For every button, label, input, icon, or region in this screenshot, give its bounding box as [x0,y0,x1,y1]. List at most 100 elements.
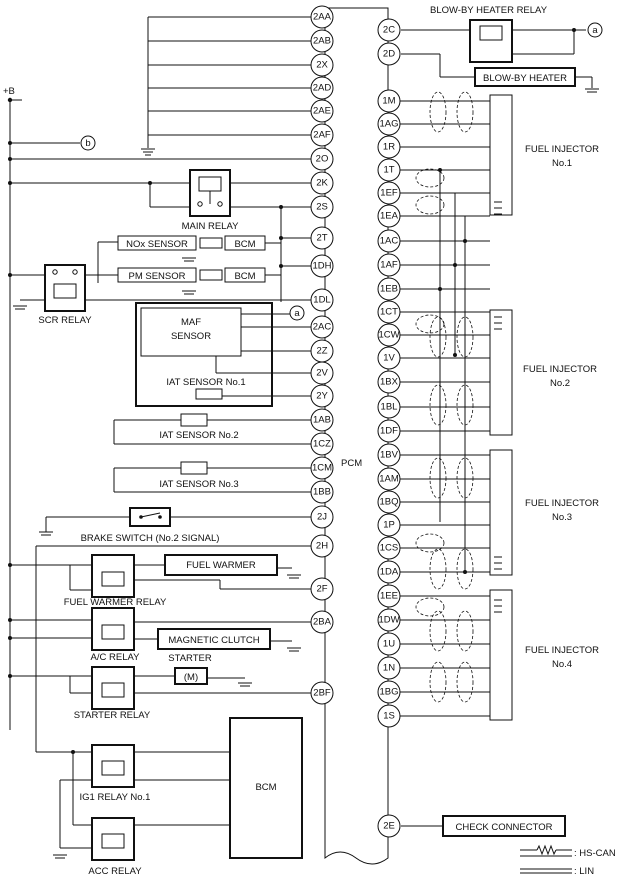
plus-b-label: +B [3,86,15,97]
pin-label-2ad: 2AD [313,83,332,94]
pins-left: 2AA2AB2X2AD2AE2AF2O2K2S2T1DH1DL2AC2Z2V2Y… [310,5,334,705]
svg-text:IG1 RELAY No.1: IG1 RELAY No.1 [80,792,151,803]
iat-sensor-3 [180,461,208,475]
pin-label-2s: 2S [316,202,328,213]
scr-relay [44,264,86,312]
pin-label-2v: 2V [316,368,328,379]
svg-text:No.1: No.1 [552,158,572,169]
svg-text:MAF: MAF [181,317,201,328]
pin-label-1dw: 1DW [378,615,399,626]
svg-text:FUEL WARMER RELAY: FUEL WARMER RELAY [64,597,167,608]
pin-label-1r: 1R [383,142,395,153]
pin-label-2af: 2AF [313,130,331,141]
pin-label-1bl: 1BL [381,402,398,413]
svg-text:ACC RELAY: ACC RELAY [88,866,142,877]
pin-label-1bv: 1BV [380,450,399,461]
bcm-main [229,717,303,859]
pin-label-1v: 1V [383,353,395,364]
svg-text:No.2: No.2 [550,378,570,389]
svg-text:SCR RELAY: SCR RELAY [38,315,92,326]
pin-label-1ac: 1AC [380,236,399,247]
pin-label-1cw: 1CW [378,330,399,341]
blow-by-heater-relay [469,19,513,63]
pcm-label: PCM [341,458,362,469]
pin-label-2o: 2O [316,154,329,165]
pin-label-1am: 1AM [379,474,399,485]
pin-label-1cm: 1CM [312,463,332,474]
starter-motor [174,667,208,685]
svg-text:(M): (M) [184,672,198,683]
pin-label-1n: 1N [383,663,395,674]
brake-switch [129,507,171,527]
svg-text:a: a [592,25,598,36]
pin-label-1da: 1DA [380,567,399,578]
svg-text:NOx SENSOR: NOx SENSOR [126,239,188,250]
svg-text:BLOW-BY HEATER: BLOW-BY HEATER [483,73,567,84]
pin-label-2ba: 2BA [313,617,332,628]
svg-text:A/C RELAY: A/C RELAY [91,652,141,663]
pin-label-1ag: 1AG [379,119,398,130]
svg-text:: HS-CAN: : HS-CAN [574,848,616,859]
svg-text:FUEL INJECTOR: FUEL INJECTOR [525,645,599,656]
pin-label-2aa: 2AA [313,12,332,23]
iat-sensor-2 [180,413,208,427]
pin-label-1s: 1S [383,711,395,722]
fuel-warmer [164,554,278,576]
maf-sensor [140,307,242,357]
pin-label-1t: 1T [383,165,394,176]
pin-label-2ac: 2AC [313,322,332,333]
pin-label-1ct: 1CT [380,307,398,318]
pin-label-2e: 2E [383,821,395,832]
pin-label-2ae: 2AE [313,106,331,117]
svg-text:: LIN: : LIN [574,866,594,877]
connector-a-right [587,22,603,38]
pin-label-1ef: 1EF [380,188,398,199]
connector-a-left [289,305,305,321]
svg-text:SENSOR: SENSOR [171,331,211,342]
pin-label-2bf: 2BF [313,688,331,699]
svg-text:IAT SENSOR No.1: IAT SENSOR No.1 [166,377,245,388]
pin-label-2d: 2D [383,49,395,60]
pin-label-1m: 1M [382,96,395,107]
magnetic-clutch [157,628,271,650]
pin-2c [377,18,401,42]
svg-text:No.3: No.3 [552,512,572,523]
svg-text:FUEL WARMER: FUEL WARMER [186,560,256,571]
pin-label-2z: 2Z [316,346,327,357]
svg-text:a: a [294,308,300,319]
svg-text:IAT SENSOR No.3: IAT SENSOR No.3 [159,479,238,490]
pin-label-1bb: 1BB [313,487,331,498]
pin-label-1bg: 1BG [379,687,398,698]
svg-text:b: b [85,138,90,149]
connector-b [80,135,96,151]
pin-label-2ab: 2AB [313,36,331,47]
svg-text:FUEL INJECTOR: FUEL INJECTOR [525,498,599,509]
pins-right: 2C2D1M1AG1R1T1EF1EA1AC1AF1EB1CT1CW1V1BX1… [377,18,401,838]
svg-text:BCM: BCM [234,271,255,282]
pin-label-1bx: 1BX [380,377,399,388]
pcm-body [324,7,389,865]
svg-text:No.4: No.4 [552,659,572,670]
pin-label-1dh: 1DH [312,261,331,272]
svg-text:PM SENSOR: PM SENSOR [128,271,185,282]
pin-label-1eb: 1EB [380,284,398,295]
svg-text:STARTER RELAY: STARTER RELAY [74,710,151,721]
pin-label-1cz: 1CZ [313,439,331,450]
svg-text:IAT SENSOR No.2: IAT SENSOR No.2 [159,430,238,441]
svg-text:BLOW-BY HEATER RELAY: BLOW-BY HEATER RELAY [430,5,548,16]
svg-text:BCM: BCM [234,239,255,250]
pin-2e [377,814,401,838]
svg-text:MAGNETIC CLUTCH: MAGNETIC CLUTCH [168,635,259,646]
pin-label-1df: 1DF [380,426,398,437]
pin-label-2j: 2J [317,512,327,523]
svg-text:MAIN RELAY: MAIN RELAY [182,221,240,232]
pin-label-1cs: 1CS [380,543,398,554]
nox-sensor [117,235,197,251]
pin-label-1p: 1P [383,520,395,531]
pin-label-1dl: 1DL [313,295,330,306]
svg-text:FUEL INJECTOR: FUEL INJECTOR [523,364,597,375]
pin-2d [377,42,401,66]
svg-text:BRAKE SWITCH (No.2 SIGNAL): BRAKE SWITCH (No.2 SIGNAL) [81,533,220,544]
check-connector [442,815,566,837]
svg-text:CHECK CONNECTOR: CHECK CONNECTOR [456,822,553,833]
